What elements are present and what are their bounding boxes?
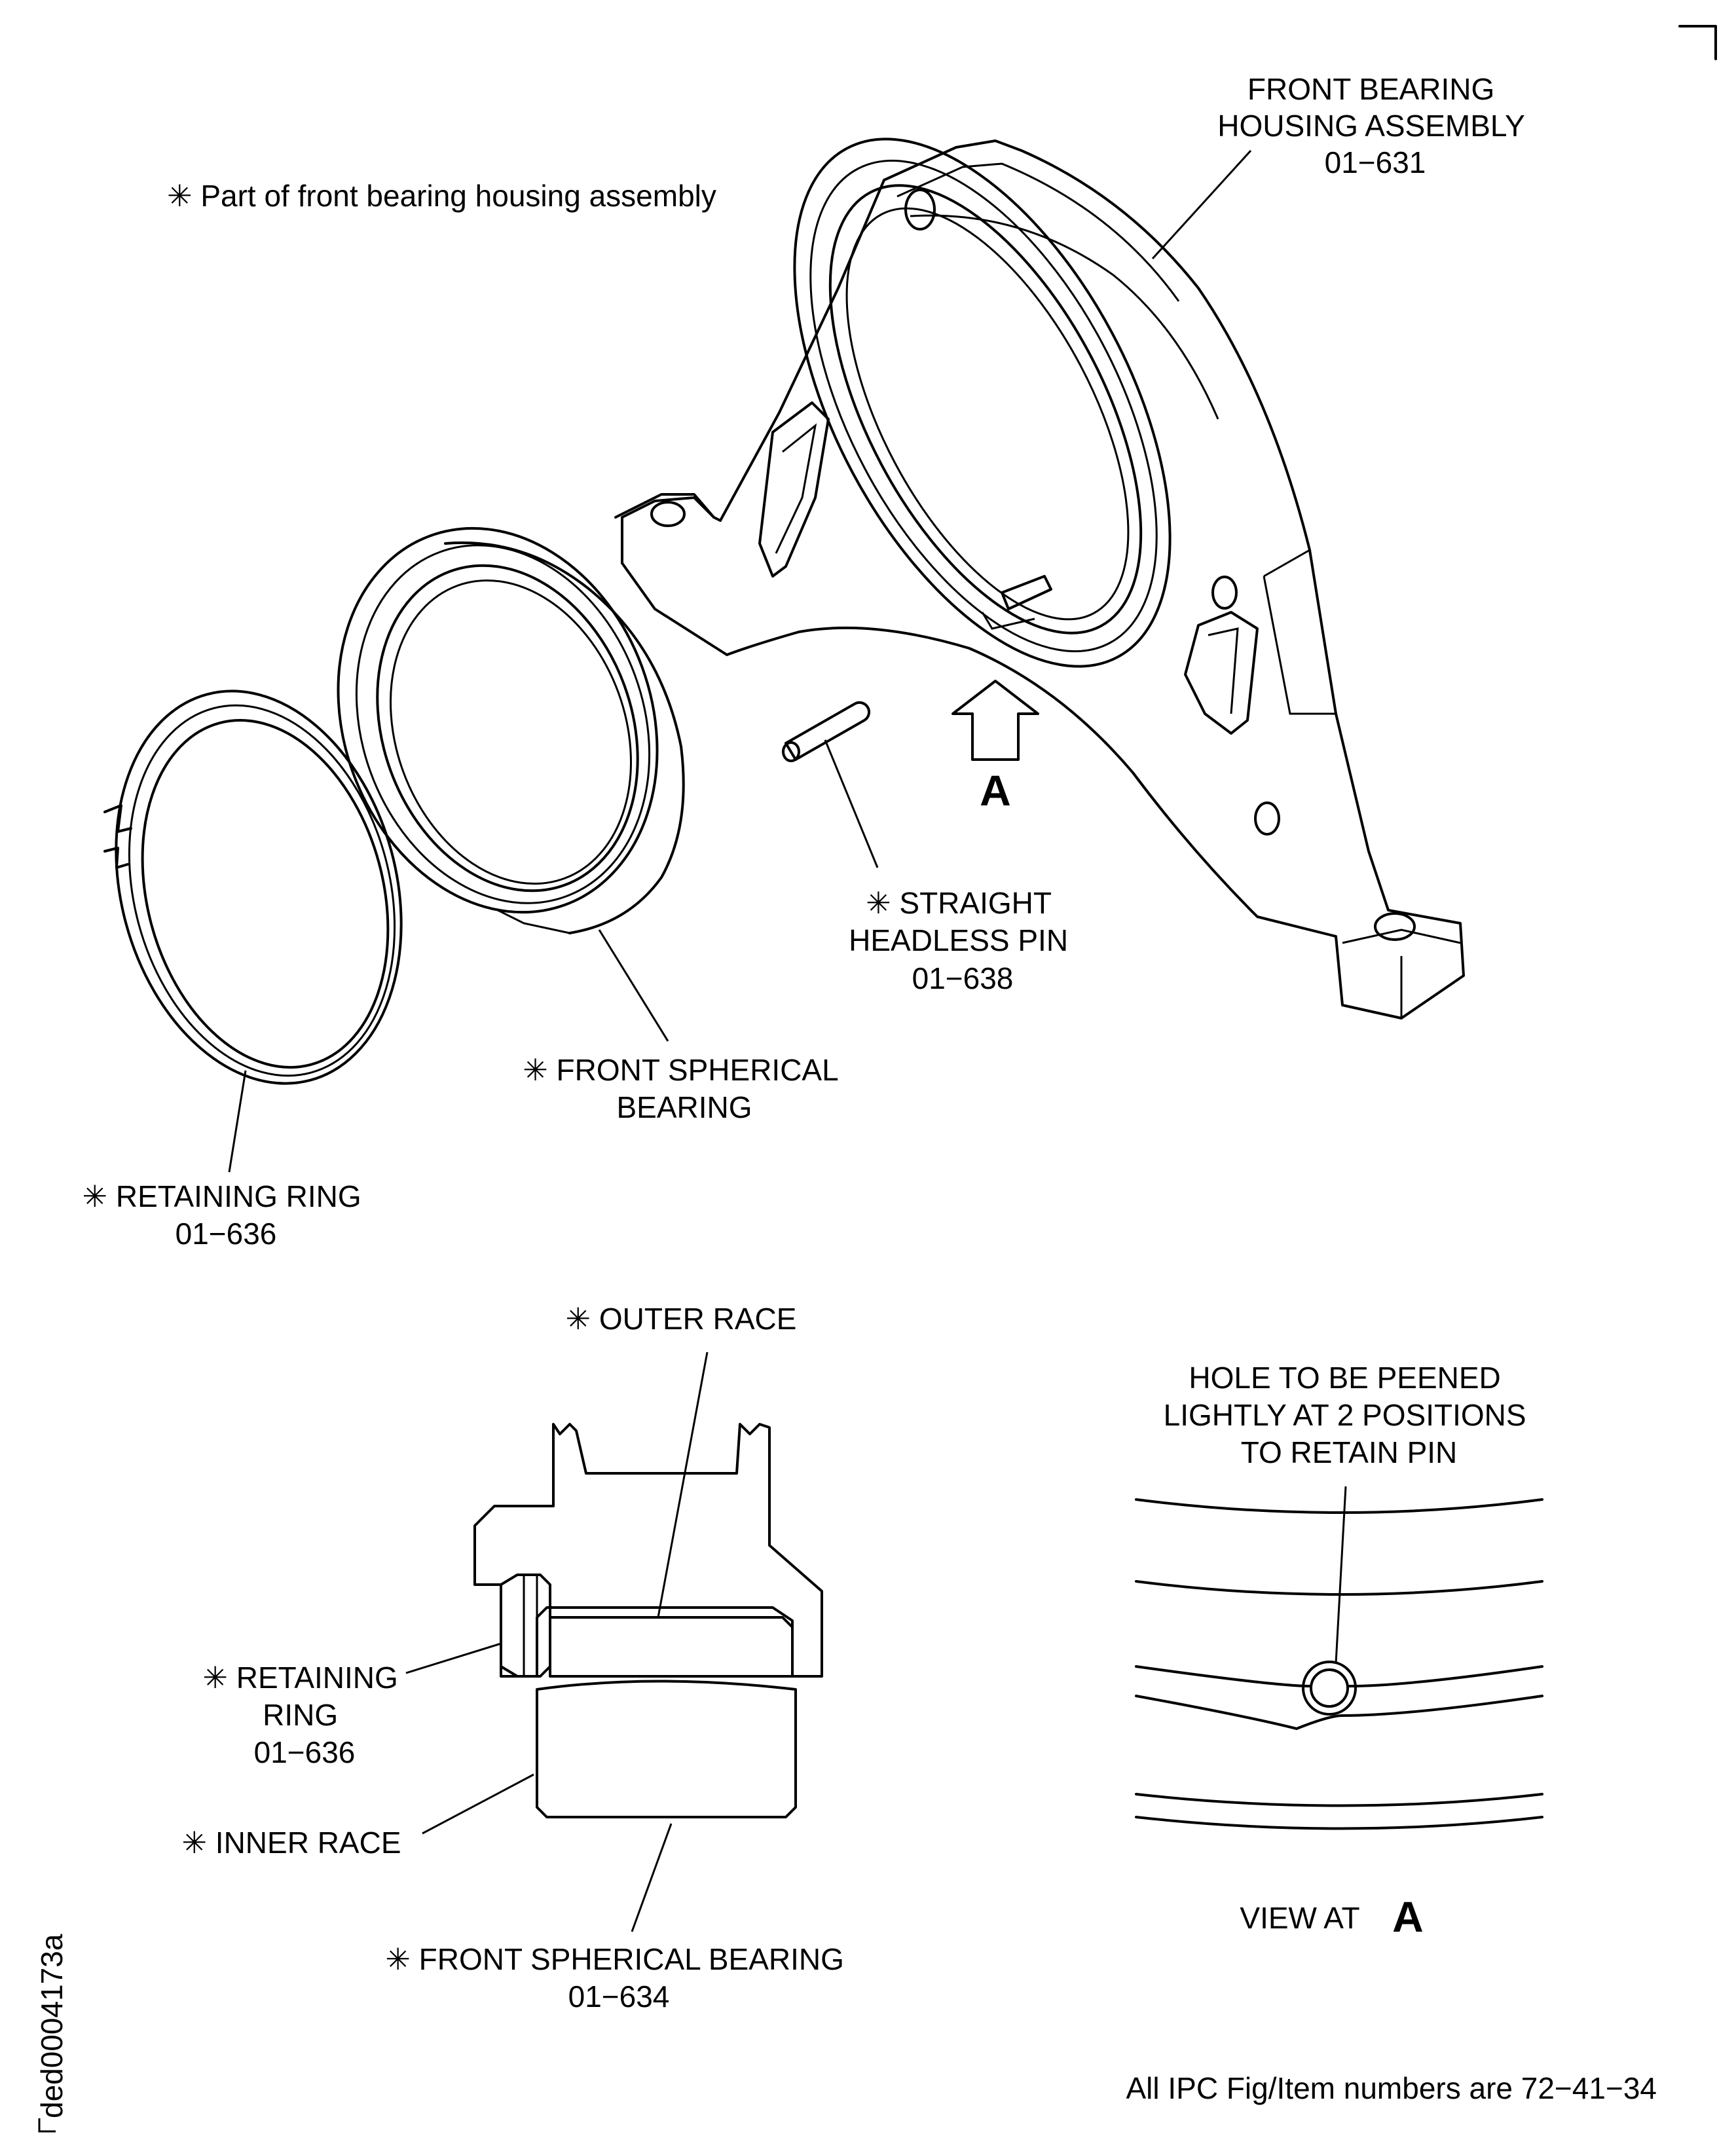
- view-at-letter: A: [1392, 1892, 1424, 1941]
- crop-mark: [1678, 25, 1717, 60]
- hole-note-label: HOLE TO BE PEENED LIGHTLY AT 2 POSITIONS…: [1164, 1361, 1535, 1469]
- general-note: ✳ Part of front bearing housing assembly: [167, 179, 716, 213]
- front-spherical-bearing: [337, 526, 685, 934]
- straight-headless-pin: [782, 701, 871, 762]
- drawing-id: ded0004173a: [35, 1934, 69, 2118]
- front-bearing-label: ✳ FRONT SPHERICAL BEARING: [523, 1053, 846, 1124]
- pin-label: ✳ STRAIGHT HEADLESS PIN 01−638: [849, 886, 1077, 995]
- view-at-label: VIEW AT: [1240, 1901, 1359, 1935]
- front-bearing-housing: [614, 138, 1465, 1020]
- view-a-detail: [1135, 1498, 1543, 1830]
- arrow-letter: A: [980, 766, 1011, 815]
- footer-note: All IPC Fig/Item numbers are 72−41−34: [1126, 2071, 1657, 2105]
- retaining-ring-label: ✳ RETAINING RING 01−636: [83, 1179, 370, 1251]
- bearing-section-view: [473, 1423, 823, 1818]
- id-mark: [38, 2118, 56, 2133]
- section-bearing-label: ✳ FRONT SPHERICAL BEARING 01−634: [385, 1942, 852, 2014]
- outer-race-label: ✳ OUTER RACE: [566, 1302, 797, 1336]
- retaining-ring: [103, 690, 403, 1085]
- housing-label: FRONT BEARING HOUSING ASSEMBLY 01−631: [1217, 72, 1532, 179]
- view-arrow: [951, 680, 1039, 761]
- section-ring-label: ✳ RETAINING RING 01−636: [202, 1661, 406, 1769]
- inner-race-label: ✳ INNER RACE: [181, 1826, 401, 1860]
